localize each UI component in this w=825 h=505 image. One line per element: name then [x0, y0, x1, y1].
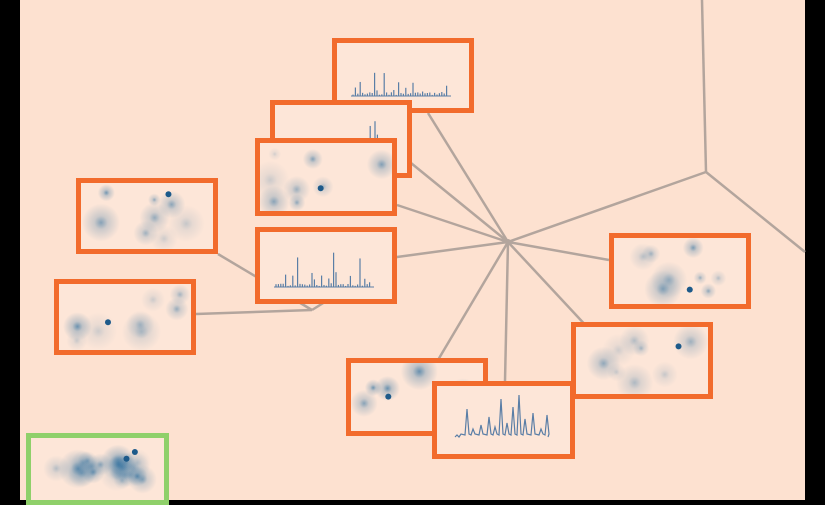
blob-mark: [351, 389, 378, 417]
graph-edge: [503, 241, 510, 382]
blobs-preview: [81, 184, 205, 249]
blob-mark: [375, 375, 401, 401]
graph-edge: [705, 171, 806, 253]
graph-edge: [394, 149, 509, 243]
blob-mark: [268, 147, 282, 161]
blob-mark: [127, 466, 148, 487]
selected-node-thumbnail[interactable]: [26, 433, 169, 505]
line-spectrum-preview: [454, 394, 550, 438]
blob-mark: [43, 455, 70, 482]
spectrum-line: [454, 394, 550, 438]
blob-mark: [260, 185, 290, 211]
blob-mark: [167, 205, 205, 243]
blob-mark: [650, 261, 688, 299]
blob-mark: [400, 363, 438, 391]
blob-mark: [283, 175, 311, 203]
blob-mark: [81, 460, 105, 484]
graph-edge: [426, 112, 510, 243]
graph-edge: [507, 241, 591, 331]
blob-peak: [675, 343, 682, 350]
blob-peak: [104, 319, 111, 326]
blob-mark: [81, 203, 121, 242]
graph-edge: [436, 241, 510, 361]
node-thumbnail[interactable]: [255, 138, 397, 216]
blob-mark: [366, 149, 392, 180]
node-thumbnail[interactable]: [255, 227, 397, 304]
blob-mark: [302, 149, 323, 170]
node-thumbnail[interactable]: [432, 381, 575, 459]
spectrum-preview: [351, 72, 451, 97]
blob-mark: [126, 310, 155, 339]
blob-peak: [131, 449, 138, 456]
graph-edge: [700, 0, 708, 173]
node-thumbnail[interactable]: [54, 279, 196, 355]
blobs-preview: [629, 238, 727, 304]
graph-hub: [505, 239, 511, 245]
blob-peak: [686, 286, 693, 293]
blob-mark: [682, 238, 704, 259]
blob-mark: [700, 283, 717, 299]
dense-blobs-preview: [43, 444, 157, 494]
blob-peak: [165, 191, 172, 198]
node-thumbnail[interactable]: [571, 322, 713, 399]
blob-mark: [113, 472, 131, 490]
blobs-preview: [260, 147, 392, 211]
blob-mark: [133, 220, 159, 246]
blob-mark: [693, 271, 707, 285]
blobs-preview: [63, 284, 191, 350]
graph-edge: [396, 203, 509, 244]
blob-mark: [632, 340, 650, 357]
blob-mark: [710, 270, 727, 287]
graph-edge: [507, 170, 707, 244]
blob-mark: [641, 244, 661, 264]
node-thumbnail[interactable]: [609, 233, 751, 309]
blob-mark: [97, 184, 115, 202]
blob-mark: [651, 361, 678, 388]
blob-peak: [385, 393, 392, 400]
graph-edge: [507, 240, 610, 262]
blob-peak: [317, 185, 324, 192]
blob-mark: [147, 193, 161, 207]
graph-edge: [396, 240, 509, 259]
blobs-preview: [586, 327, 708, 394]
node-thumbnail[interactable]: [76, 178, 218, 254]
blob-mark: [288, 194, 306, 211]
blob-peak: [123, 455, 130, 462]
blob-mark: [672, 327, 708, 360]
spectrum-preview: [274, 252, 374, 288]
blob-mark: [140, 287, 166, 312]
graph-edge: [195, 308, 313, 316]
blob-mark: [601, 333, 636, 367]
blob-mark: [66, 330, 88, 350]
blob-mark: [169, 284, 191, 305]
blob-mark: [108, 454, 129, 475]
